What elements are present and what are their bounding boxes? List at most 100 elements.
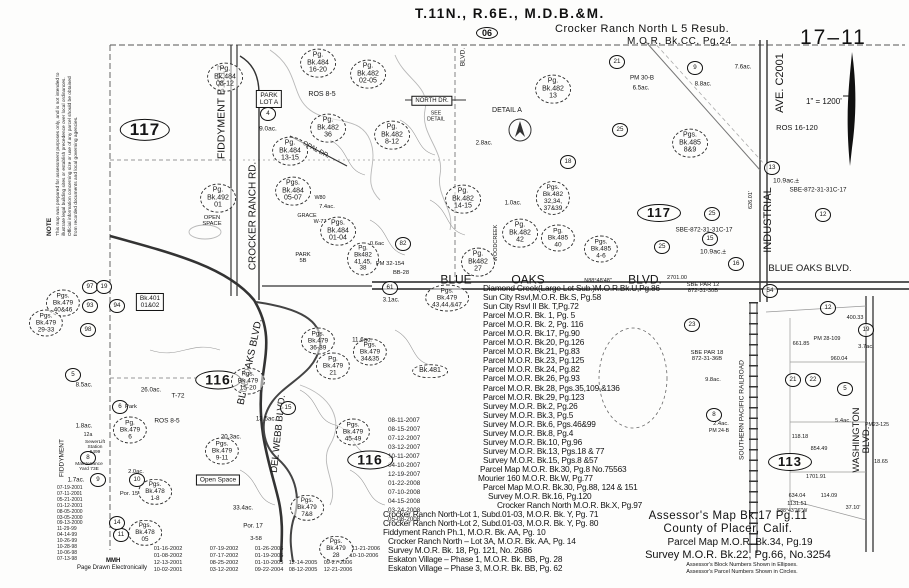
- map-text: 0.6ac: [369, 240, 385, 247]
- map-reference-line: Survey M.O.R. Bk.13, Pgs.18 & 77: [483, 445, 605, 456]
- map-reference-line: Survey M.O.R. Bk. 18, Pg. 121, No. 2686: [388, 545, 532, 556]
- page-ref-ellipse: Pgs. Bk.479 15-20: [230, 367, 266, 395]
- parcel-number-circle: 4: [260, 107, 276, 121]
- map-reference-line: Parcel M.O.R. Bk.24, Pg.82: [483, 364, 580, 375]
- parcel-number-circle: 14: [109, 516, 125, 530]
- map-reference-line: Diamond Creek(Large Lot Sub.)M.O.R.Bk.U,…: [483, 283, 660, 293]
- revision-date: 04-14-99: [57, 532, 78, 539]
- parcel-number-circle: 21: [609, 55, 625, 69]
- map-reference-line: Eskaton Village – Phase 1, M.O.R. Bk. BB…: [388, 554, 563, 565]
- map-subtitle: Crocker Ranch North L 5 Resub.: [555, 23, 730, 35]
- footer-date: 01-26-2005: [254, 546, 284, 552]
- map-text: SewerLift Station 6499: [85, 440, 105, 456]
- parcel-number-circle: 13: [764, 161, 780, 175]
- assessor-county-line: County of Placer, Calif.: [663, 523, 793, 535]
- map-text: 6.5ac.: [632, 84, 650, 92]
- note-text: This map was prepared for assessment pur…: [56, 72, 80, 236]
- map-reference-line: Survey M.O.R. Bk.8, Pg.4: [483, 427, 574, 438]
- page-ref-ellipse: Pg. Bk.482 14-15: [445, 184, 481, 214]
- map-text: 13.5ac.: [255, 415, 277, 423]
- road-label-north-dr: NORTH DR.: [411, 95, 453, 107]
- map-text: N88°48'48": [584, 278, 612, 285]
- map-text: PM 32-154: [375, 260, 405, 267]
- road-label-woodcreek: WOODCREEK: [493, 224, 500, 262]
- road-label-crocker-ranch: CROCKER RANCH RD.: [247, 161, 259, 271]
- footer-date: 10-10-2006: [349, 553, 379, 559]
- revision-date: 10-28-98: [57, 544, 78, 551]
- parcel-number-circle: 22: [805, 373, 821, 387]
- footer-date: 01-19-2005: [254, 553, 284, 559]
- map-text: ROS 16-120: [776, 122, 818, 132]
- map-reference-line: Parcel M.O.R. Bk. 2, Pg. 116: [483, 319, 584, 330]
- map-text: 114.09: [820, 493, 838, 500]
- map-text: 2.8ac.: [475, 139, 493, 147]
- block-number-ellipse: 117: [637, 203, 681, 223]
- map-text: 1.7ac.: [67, 476, 85, 484]
- assessor-map-line: Assessor's Map Bk.17 Pg.11: [648, 510, 808, 522]
- parcel-number-circle: 12: [815, 208, 831, 222]
- park-lot-a-box: PARK LOT A: [255, 89, 283, 109]
- parcel-number-circle: 54: [762, 284, 778, 298]
- map-text: 1.0ac.: [504, 199, 522, 207]
- parcel-number-circle: 8: [80, 451, 96, 465]
- page-ref-ellipse: Pgs. Bk.485 4-6: [583, 235, 619, 263]
- map-text: 7.4ac.: [319, 203, 335, 210]
- road-label-industrial: INDUSTRIAL: [762, 187, 775, 253]
- assessor-survey-line: Survey M.O.R. Bk.22, Pg.66, No.3254: [645, 549, 831, 561]
- map-text: 854.49: [810, 446, 828, 453]
- page-ref-ellipse: Pgs. Bk.478 05: [128, 519, 162, 547]
- parcel-number-circle: 23: [684, 318, 700, 332]
- disclaimer-note: NOTE This map was prepared for assessmen…: [46, 68, 80, 236]
- parcel-number-circle: 25: [612, 123, 628, 137]
- parcel-number-circle: 11: [113, 528, 129, 542]
- map-reference-line: Survey M.O.R. Bk.3, Pg.5: [483, 409, 574, 420]
- map-reference-line: Parcel Map M.O.R. Bk.30, Pg.88, 124 & 15…: [483, 482, 638, 493]
- footer-date: 12-21-2006: [323, 567, 353, 573]
- map-text: 20.3ac.: [220, 433, 242, 441]
- map-subtitle-mor: M.O.R. Bk.CC, Pg.24: [627, 36, 732, 47]
- map-reference-line: Parcel M.O.R. Bk.26, Pg.93: [483, 373, 580, 384]
- map-reference-line: Parcel M.O.R. Bk.21, Pg.83: [483, 346, 580, 357]
- road-label-blue: BLUE: [440, 272, 472, 287]
- road-label-blue-oaks-east: BLUE OAKS BLVD.: [768, 262, 852, 274]
- map-reference-line: Eskaton Village – Phase 3, M.O.R. Bk. BB…: [388, 563, 563, 574]
- map-text: S88°43'26"W: [776, 508, 808, 515]
- map-reference-line: Parcel M.O.R. Bk.29, Pg.123: [483, 391, 585, 402]
- map-reference-line: Sun City Rsvl II Bk. T,Pg.72: [483, 301, 579, 312]
- scale-label: 1" = 1200': [806, 97, 842, 106]
- parcel-number-circle: 6: [112, 400, 128, 414]
- revision-date: 04-10-2007: [388, 462, 421, 469]
- revision-date: 08-05-2000: [57, 508, 83, 515]
- map-reference-line: Crocker Ranch North-Lot 1, Subd.01-03, M…: [383, 509, 599, 520]
- map-reference-line: Survey M.O.R. Bk.10, Pg.96: [483, 436, 583, 447]
- map-reference-line: Parcel M.O.R. Bk.17, Pg.90: [483, 328, 580, 339]
- map-reference-line: Survey M.O.R. Bk.6, Pgs.46&99: [483, 418, 596, 429]
- page-ref-ellipse: Pg. Bk482 41,45, 38: [347, 242, 379, 276]
- revision-date: 08-15-2007: [388, 426, 421, 433]
- assessor-note-circles: Assessor's Parcel Numbers Shown in Circl…: [686, 569, 798, 575]
- map-text: PM 28-109: [813, 336, 841, 343]
- footer-date: 12-13-2001: [153, 560, 183, 566]
- revision-date: 03-12-2007: [388, 444, 421, 451]
- map-text: 10.9ac.±: [772, 177, 800, 185]
- road-label-blvd: BLVD.: [628, 272, 662, 287]
- revision-date: 03-05-2000: [57, 514, 83, 521]
- map-text: 3.1ac.: [382, 296, 400, 304]
- map-text: 11.6ac.: [352, 336, 372, 344]
- parcel-number-circle: 98: [80, 323, 96, 337]
- map-reference-line: Parcel M.O.R. Bk. 1, Pg. 5: [483, 310, 576, 321]
- map-text: 2.0ac.: [128, 468, 144, 475]
- revision-date: 07-12-2007: [388, 435, 421, 442]
- block-number-ellipse: 116: [347, 450, 393, 470]
- parcel-number-circle: 8: [706, 408, 722, 422]
- footer-date: 12-14-2005: [288, 560, 318, 566]
- map-text: 5.4ac.: [835, 417, 851, 424]
- map-reference-line: Survey M.O.R. Bk.2, Pg.26: [483, 400, 578, 411]
- revision-date: 01-22-2008: [388, 480, 421, 487]
- page-ref-ellipse: Pg. Bk.482 36: [310, 113, 346, 143]
- map-text: OPEN SPACE: [202, 214, 222, 227]
- map-reference-line: Mourier 160 M.O.R. Bk.W, Pg.77: [478, 472, 593, 483]
